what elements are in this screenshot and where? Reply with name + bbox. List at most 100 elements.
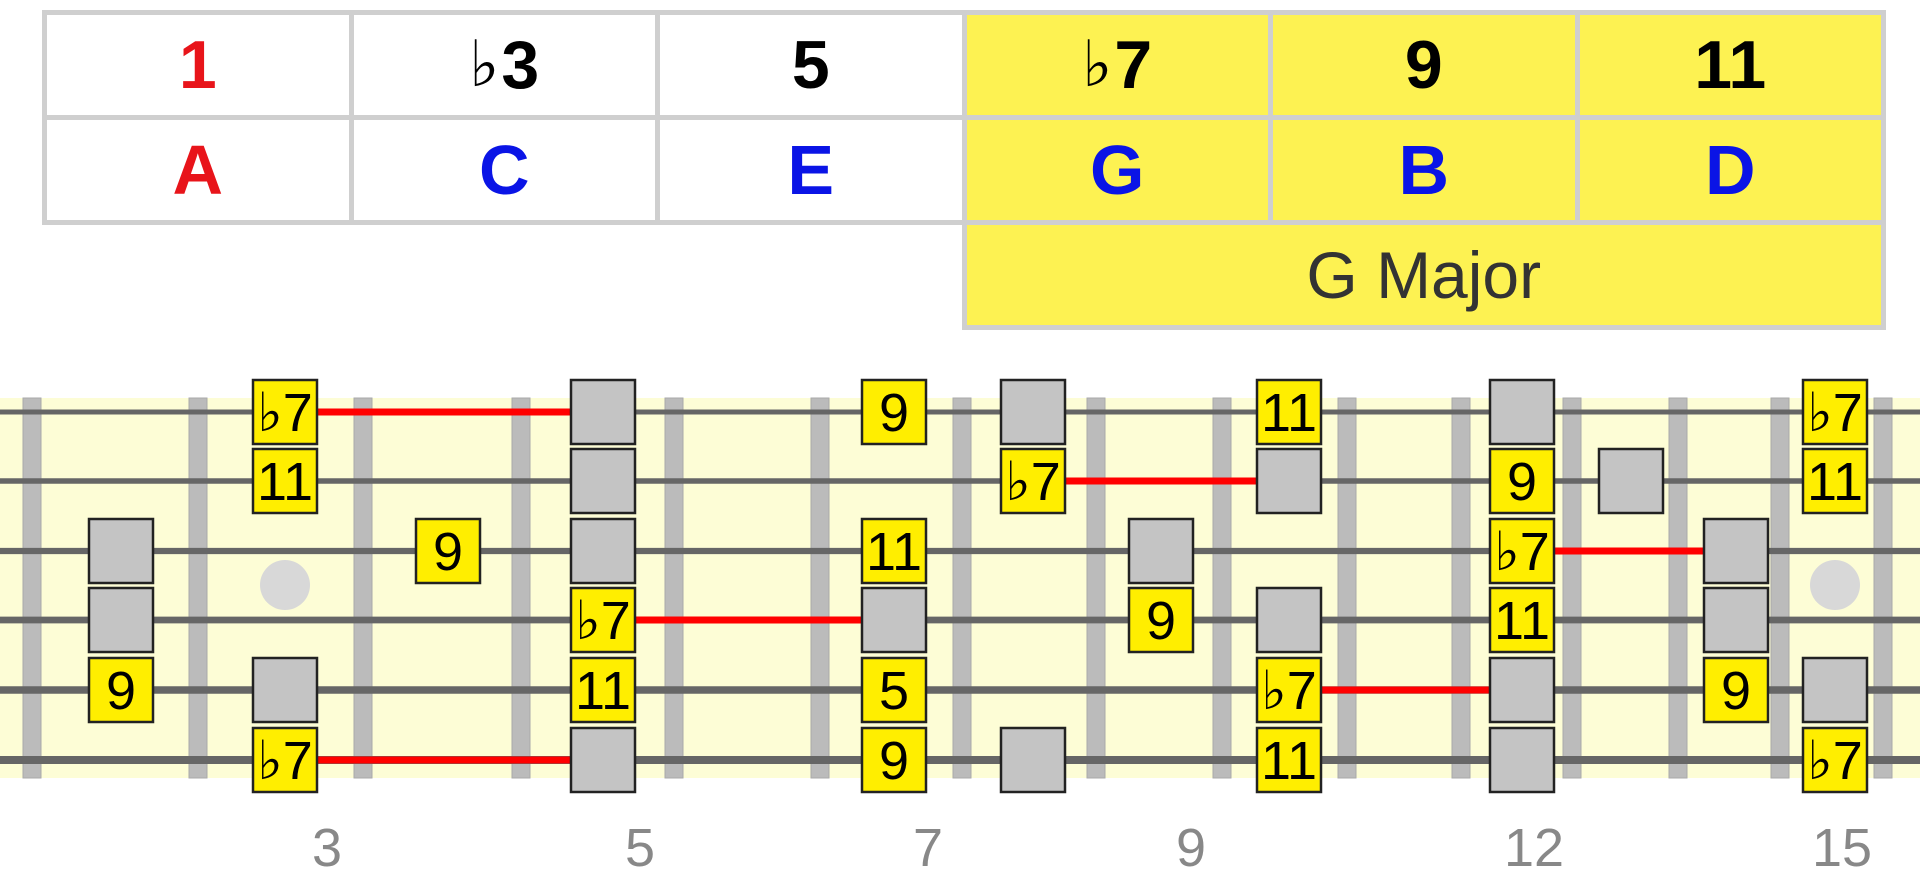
marker-label: 9: [1146, 591, 1176, 651]
fret-wire: [1668, 397, 1688, 779]
note-cell: B: [1268, 115, 1580, 225]
marker-label: ♭7: [1807, 383, 1863, 443]
chord-tone-marker: [1488, 726, 1556, 794]
note-cell: G: [961, 115, 1273, 225]
marker-label: ♭7: [257, 731, 313, 791]
chord-tone-marker: [1488, 378, 1556, 446]
marker-label: ♭7: [575, 591, 631, 651]
interval-marker: 5: [860, 656, 928, 724]
fret-wire: [1770, 397, 1790, 779]
interval-degree: 5: [791, 27, 830, 103]
interval-marker: ♭7: [251, 378, 319, 446]
interval-marker: 9: [1702, 656, 1770, 724]
interval-cell: ♭7: [961, 10, 1273, 120]
chord-tone-marker: [251, 656, 319, 724]
fret-number: 15: [1812, 818, 1872, 878]
note-cell: C: [348, 115, 660, 225]
inlay-dot: [1810, 560, 1860, 610]
chord-tone-marker: [1597, 447, 1665, 515]
interval-marker: 11: [1255, 378, 1323, 446]
marker-label: 9: [1721, 661, 1751, 721]
marker-label: ♭7: [1807, 731, 1863, 791]
chord-tone-marker: [999, 378, 1067, 446]
chord-tone-marker: [860, 586, 928, 654]
chord-tone-marker: [569, 517, 637, 585]
chord-tone-marker: [569, 447, 637, 515]
fret-number: 12: [1504, 818, 1564, 878]
marker-label: 11: [1807, 452, 1863, 512]
interval-degree: 11: [1694, 27, 1767, 103]
marker-label: 9: [879, 383, 909, 443]
interval-marker: 11: [251, 447, 319, 515]
marker-label: 11: [866, 522, 922, 582]
interval-marker: 9: [1127, 586, 1195, 654]
interval-degree: 7: [1114, 27, 1153, 103]
interval-marker: 9: [414, 517, 482, 585]
fret-wire: [810, 397, 830, 779]
fret-number: 7: [913, 818, 943, 878]
marker-label: ♭7: [257, 383, 313, 443]
fret-wire: [952, 397, 972, 779]
interval-marker: ♭7: [569, 586, 637, 654]
substitute-chord-label: G Major: [961, 220, 1886, 330]
interval-marker: 9: [860, 726, 928, 794]
interval-marker: 11: [569, 656, 637, 724]
interval-marker: 9: [860, 378, 928, 446]
fret-wire: [353, 397, 373, 779]
fret-wire: [1086, 397, 1106, 779]
interval-marker: 9: [87, 656, 155, 724]
interval-marker: ♭7: [1801, 726, 1869, 794]
interval-marker: 11: [1801, 447, 1869, 515]
interval-degree: 3: [501, 27, 540, 103]
interval-degree: 9: [1404, 27, 1443, 103]
marker-label: 11: [575, 661, 631, 721]
chord-tone-marker: [569, 726, 637, 794]
interval-marker: ♭7: [1488, 517, 1556, 585]
fret-wire: [188, 397, 208, 779]
fret-number: 5: [625, 818, 655, 878]
marker-label: 11: [1261, 383, 1317, 443]
marker-label: 9: [1507, 452, 1537, 512]
marker-label: 9: [433, 522, 463, 582]
interval-marker: 11: [1488, 586, 1556, 654]
interval-cell: 1: [42, 10, 354, 120]
chord-tone-marker: [1255, 586, 1323, 654]
chord-tone-marker: [1255, 447, 1323, 515]
chord-tone-marker: [87, 517, 155, 585]
marker-label: ♭7: [1494, 522, 1550, 582]
chord-tone-marker: [87, 586, 155, 654]
interval-marker: 11: [860, 517, 928, 585]
chord-tone-marker: [1801, 656, 1869, 724]
flat-symbol: ♭: [469, 28, 500, 102]
flat-symbol: ♭: [1082, 28, 1113, 102]
note-cell: D: [1574, 115, 1886, 225]
marker-label: 9: [879, 731, 909, 791]
interval-cell: ♭3: [348, 10, 660, 120]
interval-marker: 11: [1255, 726, 1323, 794]
fret-wire: [664, 397, 684, 779]
interval-marker: ♭7: [1801, 378, 1869, 446]
fret-wire: [511, 397, 531, 779]
interval-marker: ♭7: [1255, 656, 1323, 724]
fret-wire: [1451, 397, 1471, 779]
interval-cell: 5: [655, 10, 967, 120]
fret-number: 9: [1176, 818, 1206, 878]
interval-marker: 9: [1488, 447, 1556, 515]
fret-wire: [1212, 397, 1232, 779]
chord-tone-marker: [1702, 586, 1770, 654]
interval-degree: 1: [178, 27, 217, 103]
fret-wire: [1873, 397, 1893, 779]
chord-tone-marker: [1488, 656, 1556, 724]
chord-tone-marker: [999, 726, 1067, 794]
marker-label: ♭7: [1261, 661, 1317, 721]
fret-wire: [1562, 397, 1582, 779]
marker-label: 11: [257, 452, 313, 512]
fret-number: 3: [312, 818, 342, 878]
marker-label: 11: [1494, 591, 1550, 651]
marker-label: ♭7: [1005, 452, 1061, 512]
chord-tone-marker: [569, 378, 637, 446]
note-cell: A: [42, 115, 354, 225]
fret-wire: [22, 397, 42, 779]
